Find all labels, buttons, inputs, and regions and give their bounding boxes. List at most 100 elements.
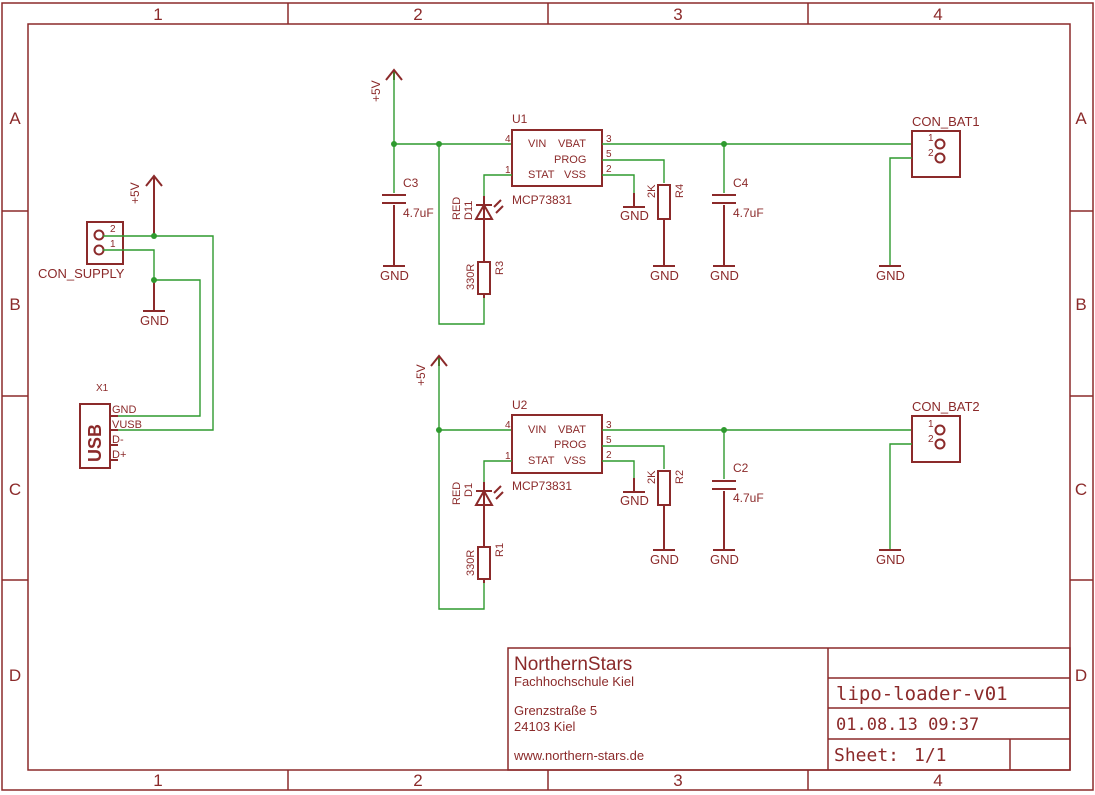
r2-name: R2 <box>674 470 686 484</box>
capacitor-c2[interactable]: C2 4.7uF <box>712 430 764 550</box>
gnd-symbol-bat2: GND <box>876 549 905 567</box>
gnd-symbol-c3: GND <box>380 265 409 283</box>
u1-vcc-symbol: +5V <box>369 68 403 102</box>
led-d11[interactable]: RED D11 <box>451 196 504 230</box>
svg-text:GND: GND <box>620 208 649 223</box>
con-bat2-name: CON_BAT2 <box>912 399 980 414</box>
usb-part-name: X1 <box>96 383 109 394</box>
led-d1[interactable]: RED D1 <box>451 482 504 516</box>
u1-value: MCP73831 <box>512 193 572 207</box>
supply-section: 2 1 CON_SUPPLY +5V GND USB X1 GND VUSB D… <box>38 174 214 469</box>
svg-text:VIN: VIN <box>528 138 546 150</box>
svg-text:1: 1 <box>928 133 934 144</box>
title-block: NorthernStars Fachhochschule Kiel Grenzs… <box>507 647 1071 771</box>
gnd-label: GND <box>140 313 169 328</box>
svg-text:GND: GND <box>710 552 739 567</box>
capacitor-c4[interactable]: C4 4.7uF <box>712 144 764 266</box>
r1-name: R1 <box>494 543 506 557</box>
svg-text:3: 3 <box>606 134 612 145</box>
row-label-b: B <box>9 295 20 314</box>
gnd-symbol-bat1: GND <box>876 265 905 283</box>
svg-text:4: 4 <box>505 420 511 431</box>
row-label-a: A <box>9 109 21 128</box>
r3-value: 330R <box>465 264 477 290</box>
con-supply-pin2-label: 2 <box>110 224 116 235</box>
column-label-1-bottom: 1 <box>153 771 162 790</box>
resistor-r2[interactable]: 2K R2 <box>646 470 686 550</box>
svg-text:VSS: VSS <box>564 169 586 181</box>
svg-text:2: 2 <box>606 164 612 175</box>
svg-text:1: 1 <box>505 165 511 176</box>
r2-value: 2K <box>646 470 658 484</box>
c4-value: 4.7uF <box>733 206 764 220</box>
svg-text:GND: GND <box>710 268 739 283</box>
row-label-c: C <box>9 480 21 499</box>
svg-text:5: 5 <box>606 149 612 160</box>
usb-pin-gnd: GND <box>112 404 137 416</box>
charger-circuit-u1: +5V C3 4.7uF GND U1 MCP73831 VIN STAT VB… <box>369 68 980 325</box>
svg-text:PROG: PROG <box>554 439 586 451</box>
school-name: Fachhochschule Kiel <box>514 674 634 689</box>
c3-name: C3 <box>403 176 419 190</box>
project-title: lipo-loader-v01 <box>836 683 1008 705</box>
u2-value: MCP73831 <box>512 479 572 493</box>
vcc-label: +5V <box>128 182 142 204</box>
svg-text:GND: GND <box>380 268 409 283</box>
c4-name: C4 <box>733 176 749 190</box>
sheet-label: Sheet: <box>834 745 899 766</box>
row-label-b-right: B <box>1075 295 1086 314</box>
svg-text:4: 4 <box>505 134 511 145</box>
svg-text:GND: GND <box>650 552 679 567</box>
svg-text:5: 5 <box>606 435 612 446</box>
svg-text:GND: GND <box>876 552 905 567</box>
svg-text:GND: GND <box>650 268 679 283</box>
u1-name: U1 <box>512 112 528 126</box>
gnd-symbol-vss2: GND <box>620 478 649 508</box>
frame-labels: 1 2 3 4 1 2 3 4 A B C D A B C D <box>9 5 1087 790</box>
u2-vcc-symbol: +5V <box>414 354 448 386</box>
gnd-symbol: GND <box>140 280 169 328</box>
svg-text:3: 3 <box>606 420 612 431</box>
con-supply-name: CON_SUPPLY <box>38 266 125 281</box>
svg-text:1: 1 <box>928 419 934 430</box>
gnd-symbol-vss1: GND <box>620 193 649 223</box>
capacitor-c3[interactable]: C3 4.7uF <box>382 144 434 266</box>
con-supply-connector[interactable]: 2 1 CON_SUPPLY <box>38 221 125 281</box>
u2-name: U2 <box>512 398 528 412</box>
ic-u1[interactable]: U1 MCP73831 VIN STAT VBAT PROG VSS 4 1 3… <box>505 112 612 207</box>
usb-connector[interactable]: USB X1 GND VUSB D- D+ <box>79 383 142 469</box>
svg-text:PROG: PROG <box>554 154 586 166</box>
svg-text:2: 2 <box>606 450 612 461</box>
row-label-a-right: A <box>1075 109 1087 128</box>
charger-circuit-u2: +5V U2 MCP73831 VIN STAT VBAT PROG VSS 4… <box>414 354 980 610</box>
r4-value: 2K <box>646 184 658 198</box>
c2-name: C2 <box>733 461 749 475</box>
con-bat2-connector[interactable]: 1 2 CON_BAT2 <box>911 399 980 463</box>
u2-vcc-label: +5V <box>414 364 428 386</box>
ic-u2[interactable]: U2 MCP73831 VIN STAT VBAT PROG VSS 4 1 3… <box>505 398 612 493</box>
resistor-r4[interactable]: 2K R4 <box>646 184 686 266</box>
usb-pin-dminus: D- <box>112 434 124 446</box>
con-bat1-connector[interactable]: 1 2 CON_BAT1 <box>911 114 980 178</box>
svg-text:VBAT: VBAT <box>558 424 586 436</box>
con-supply-pin1-label: 1 <box>110 239 116 250</box>
usb-pin-dplus: D+ <box>112 449 126 461</box>
column-label-4: 4 <box>933 5 942 24</box>
gnd-symbol-r2: GND <box>650 549 679 567</box>
company-name: NorthernStars <box>514 654 632 675</box>
svg-text:STAT: STAT <box>528 455 555 467</box>
r4-name: R4 <box>674 184 686 198</box>
usb-pin-vusb: VUSB <box>112 419 142 431</box>
svg-text:VBAT: VBAT <box>558 138 586 150</box>
svg-text:2: 2 <box>928 148 934 159</box>
resistor-r3[interactable]: 330R R3 <box>465 230 506 298</box>
sheet-number: 1/1 <box>914 745 947 766</box>
column-label-1: 1 <box>153 5 162 24</box>
r1-value: 330R <box>465 550 477 576</box>
svg-text:STAT: STAT <box>528 169 555 181</box>
resistor-r1[interactable]: 330R R1 <box>465 516 506 583</box>
svg-text:GND: GND <box>876 268 905 283</box>
c2-value: 4.7uF <box>733 491 764 505</box>
svg-text:VIN: VIN <box>528 424 546 436</box>
